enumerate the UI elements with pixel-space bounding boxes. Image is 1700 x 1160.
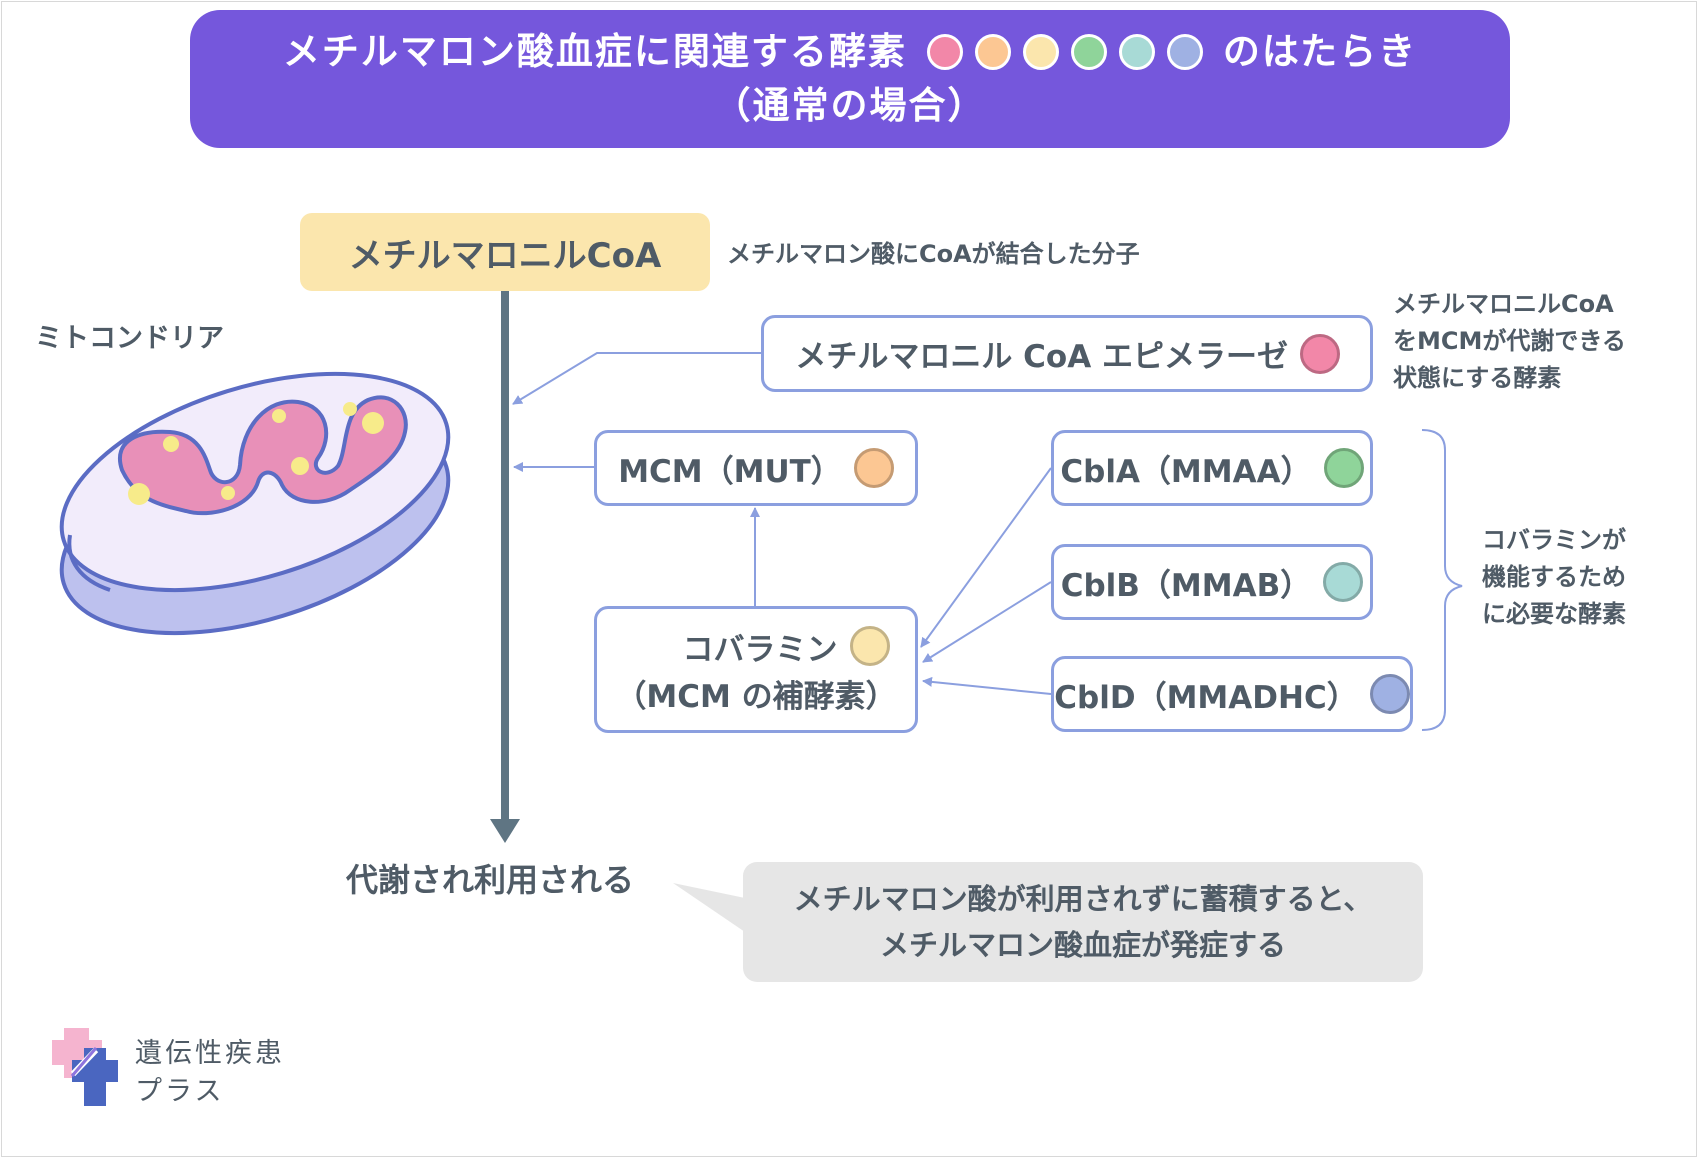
cbl-note-line: 機能するため: [1482, 563, 1626, 591]
cbld-arrow: [922, 676, 1052, 695]
cbld-color-dot: [1369, 674, 1410, 714]
cobalamin-box: コバラミン （MCM の補酵素）: [594, 606, 918, 733]
cobalamin-color-dot: [849, 626, 890, 666]
callout-line: メチルマロン酸血症が発症する: [879, 928, 1286, 962]
cbld-box: CblD（MMADHC）: [1051, 656, 1413, 732]
cblb-dot: [1118, 34, 1155, 70]
methylmalonyl-coa-note: メチルマロン酸にCoAが結合した分子: [727, 240, 1140, 268]
callout-line: メチルマロン酸が利用されずに蓄積すると、: [793, 882, 1373, 916]
epimerase-note-line: 状態にする酵素: [1393, 364, 1562, 392]
cblb-arrow: [922, 581, 1052, 663]
mitochondria-cristae: [118, 395, 408, 516]
epimerase-arrow: [512, 352, 761, 405]
cbla-dot: [1070, 34, 1107, 70]
mitochondria-illustration: [59, 371, 451, 636]
cbl-note-line: に必要な酵素: [1482, 600, 1626, 628]
logo-line: プラス: [135, 1076, 225, 1107]
metabolism-result-label: 代謝され利用される: [346, 861, 635, 899]
epimerase-box: メチルマロニル CoA エピメラーゼ: [761, 315, 1373, 392]
cbla-label: CblA（MMAA）: [1060, 453, 1312, 490]
cbld-dot: [1166, 34, 1203, 70]
mitochondria-label: ミトコンドリア: [35, 323, 224, 354]
methylmalonyl-coa-box: メチルマロニルCoA: [300, 213, 710, 291]
disease-callout: メチルマロン酸が利用されずに蓄積すると、 メチルマロン酸血症が発症する: [743, 862, 1423, 982]
logo-line: 遺伝性疾患: [135, 1038, 285, 1069]
mcm-label: MCM（MUT）: [618, 453, 842, 490]
cblb-label: CblB（MMAB）: [1060, 567, 1312, 604]
cbla-arrow: [920, 467, 1052, 648]
epimerase-note-line: メチルマロニルCoA: [1393, 290, 1614, 318]
epimerase-note: メチルマロニルCoA をMCMが代謝できる 状態にする酵素: [1393, 286, 1626, 397]
title-text: メチルマロン酸血症に関連する酵素: [282, 30, 907, 73]
callout-pointer: [673, 883, 745, 932]
cbld-label: CblD（MMADHC）: [1054, 679, 1358, 716]
cobalamin-sublabel: （MCM の補酵素）: [615, 678, 897, 715]
logo-mark: [52, 1028, 118, 1106]
cblb-box: CblB（MMAB）: [1051, 544, 1373, 620]
cobalamin-dot: [1022, 34, 1059, 70]
cblb-color-dot: [1323, 562, 1364, 602]
cbl-note-line: コバラミンが: [1482, 526, 1626, 554]
enzyme-color-dots: [921, 34, 1209, 70]
title-text-end: のはたらき: [1222, 30, 1418, 73]
epimerase-label: メチルマロニル CoA エピメラーゼ: [795, 339, 1288, 375]
mcm-color-dot: [853, 448, 894, 488]
epimerase-color-dot: [1300, 333, 1340, 374]
cobalamin-row: コバラミン: [683, 624, 890, 669]
cbl-note: コバラミンが 機能するため に必要な酵素: [1482, 522, 1626, 633]
cbl-group-brace: [1421, 429, 1463, 731]
title-line-2: （通常の場合）: [713, 84, 987, 127]
mcm-box: MCM（MUT）: [594, 430, 918, 506]
epimerase-dot: [926, 34, 963, 70]
cbla-box: CblA（MMAA）: [1051, 430, 1373, 506]
cbla-color-dot: [1323, 448, 1364, 488]
title-banner: メチルマロン酸血症に関連する酵素 のはたらき （通常の場合）: [190, 10, 1510, 148]
methylmalonyl-coa-label: メチルマロニルCoA: [348, 235, 662, 276]
epimerase-note-line: をMCMが代謝できる: [1393, 327, 1626, 355]
logo-text: 遺伝性疾患 プラス: [135, 1035, 285, 1111]
cobalamin-label: コバラミン: [682, 631, 838, 668]
main-metabolism-arrow: [490, 291, 520, 843]
mcm-dot: [974, 34, 1011, 70]
title-line-1: メチルマロン酸血症に関連する酵素 のはたらき: [283, 25, 1417, 79]
